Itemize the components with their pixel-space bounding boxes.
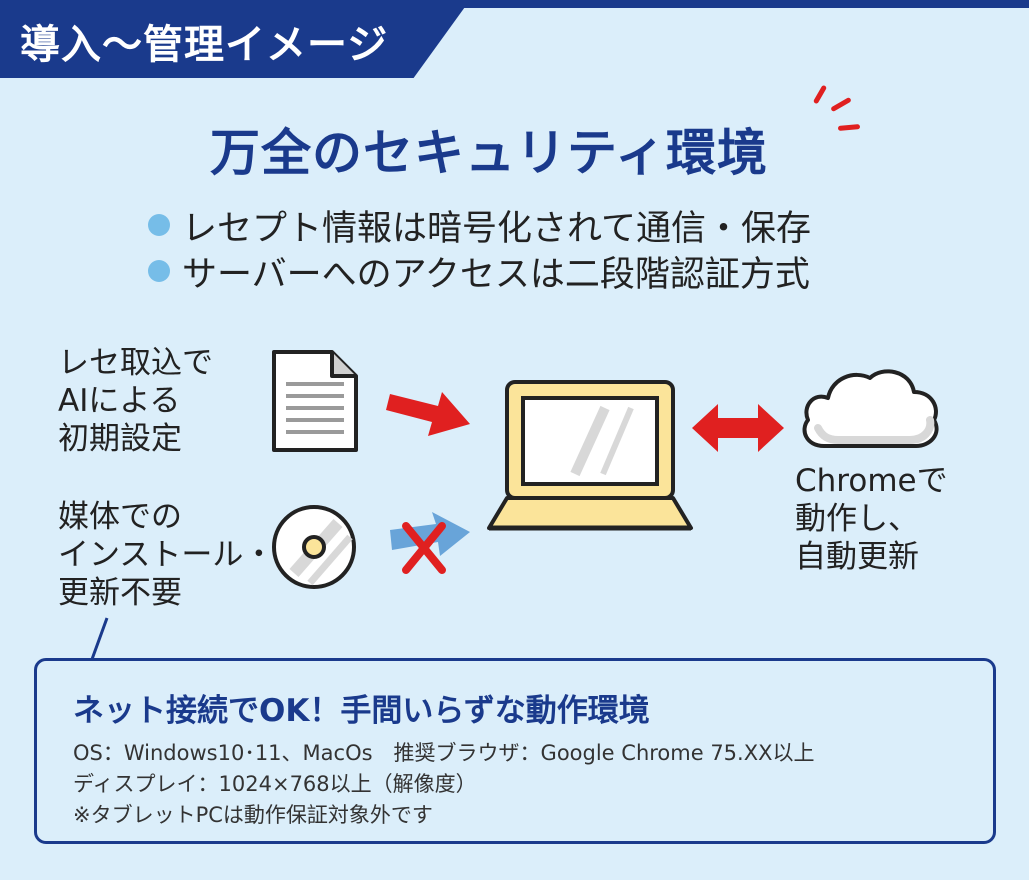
cloud-icon [802,369,939,448]
header-title: 導入～管理イメージ [20,22,389,68]
bullet-dot-icon [148,214,170,236]
red-arrow-icon [386,392,470,436]
document-icon [272,350,358,452]
requirements-box: ネット接続でOK！手間いらずな動作環境 OS：Windows10･11、MacO… [34,658,996,844]
requirements-note: ※タブレットPCは動作保証対象外です [73,803,433,827]
top-border [0,0,1029,8]
list-item: レセプト情報は暗号化されて通信・保存 [148,202,811,249]
feature-bullets: レセプト情報は暗号化されて通信・保存 サーバーへのアクセスは二段階認証方式 [148,202,811,295]
chrome-label: Chromeで 動作し、 自動更新 [795,463,948,575]
requirements-display: ディスプレイ：1024×768以上（解像度） [73,772,477,796]
no-install-label: 媒体での インストール・ 更新不要 [58,499,275,611]
list-item: サーバーへのアクセスは二段階認証方式 [148,248,811,295]
double-arrow-icon [692,404,784,452]
bullet-dot-icon [148,260,170,282]
header-tab [0,0,470,78]
requirements-title: ネット接続でOK！手間いらずな動作環境 [73,693,650,729]
requirements-os: OS：Windows10･11、MacOs 推奨ブラウザ：Google Chro… [73,741,815,765]
page-title: 万全のセキュリティ環境 [210,124,768,182]
cd-icon [272,505,356,589]
crossed-arrow-icon [390,512,470,574]
ai-setup-label: レセ取込で AIによる 初期設定 [58,345,213,457]
laptop-icon [487,380,693,531]
callout-tail [89,617,109,662]
